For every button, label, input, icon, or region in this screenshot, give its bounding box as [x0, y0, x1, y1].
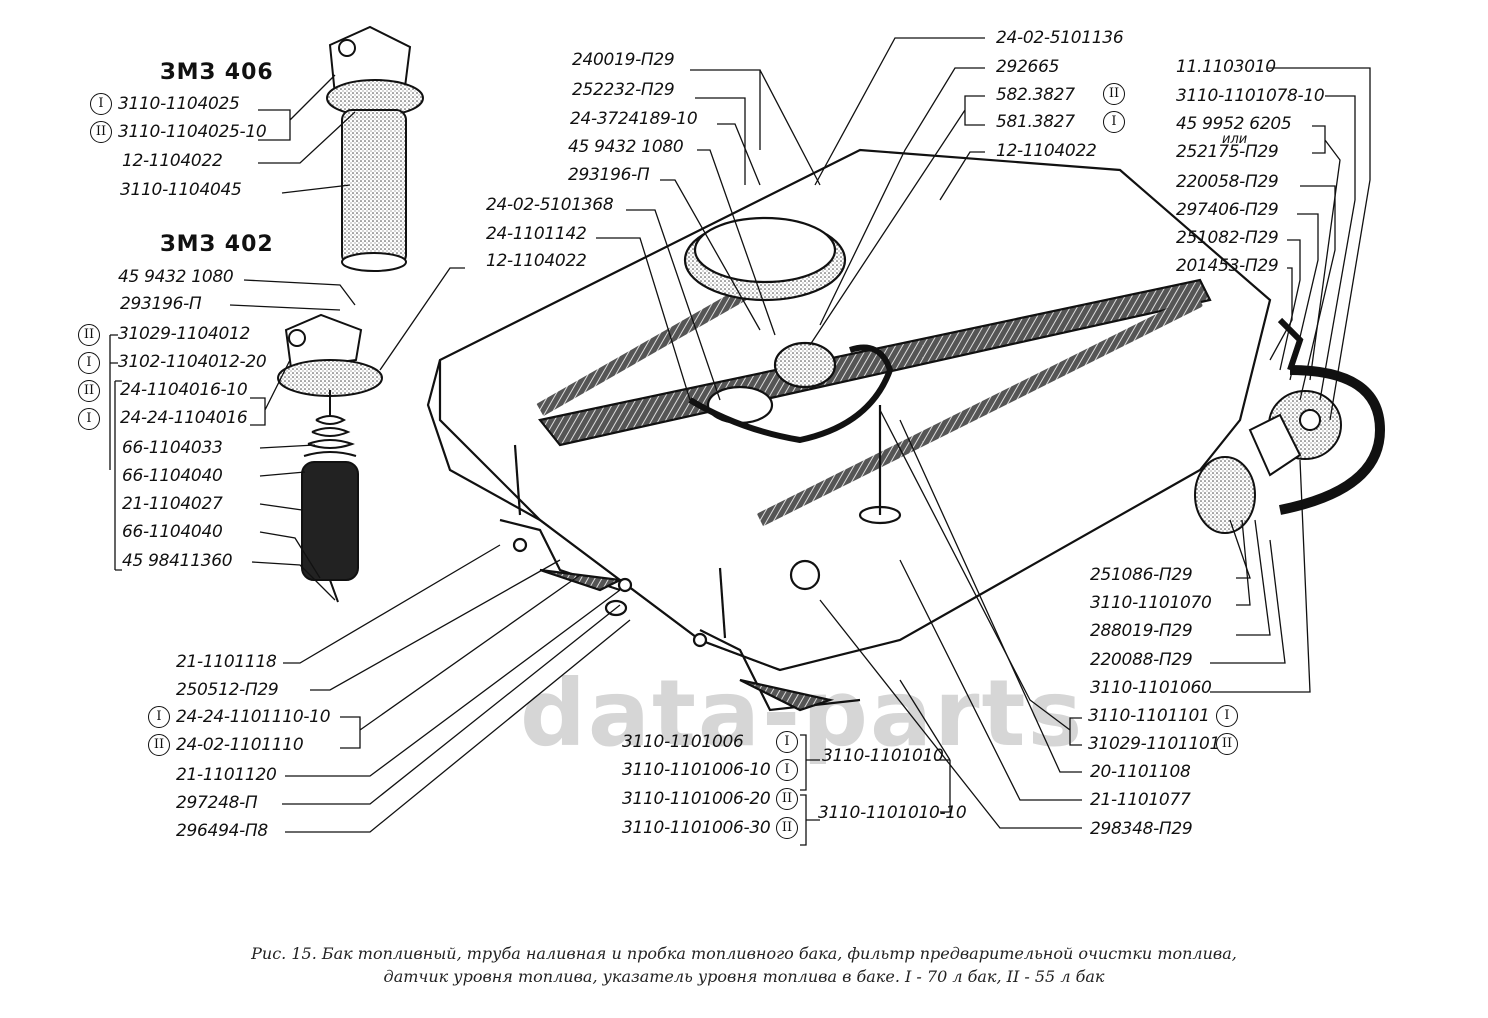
- part-label: 297248-П: [176, 793, 258, 813]
- part-label: 296494-П8: [176, 821, 268, 841]
- variant-badge-ii: II: [90, 121, 112, 143]
- variant-badge-ii: II: [78, 380, 100, 402]
- part-label: 293196-П: [568, 165, 650, 185]
- part-label: 24-24-1104016: [120, 408, 248, 428]
- part-label: 12-1104022: [486, 251, 587, 271]
- figure-caption-line-2: датчик уровня топлива, указатель уровня …: [383, 967, 1105, 986]
- part-label: 3110-1101078-10: [1176, 86, 1325, 106]
- part-label: 21-1101118: [176, 652, 277, 672]
- variant-badge-i: I: [78, 408, 100, 430]
- part-label: 298348-П29: [1090, 819, 1193, 839]
- part-label: 66-1104040: [122, 522, 223, 542]
- part-label: 201453-П29: [1176, 256, 1279, 276]
- part-label: 3110-1104025-10: [118, 122, 267, 142]
- part-label: 3110-1101101: [1088, 706, 1210, 726]
- engine-title-zmz406: ЗМЗ 406: [160, 60, 274, 85]
- part-label: 45 9432 1080: [568, 137, 684, 157]
- part-label: 288019-П29: [1090, 621, 1193, 641]
- part-label: 31029-1104012: [118, 324, 251, 344]
- part-label: 24-02-5101368: [486, 195, 614, 215]
- engine-title-zmz402: ЗМЗ 402: [160, 232, 274, 257]
- part-label: 24-1101142: [486, 224, 587, 244]
- part-label: 251082-П29: [1176, 228, 1279, 248]
- part-label: 582.3827: [996, 85, 1075, 105]
- watermark-text: data-parts: [520, 660, 1085, 767]
- part-label: 45 9952 6205: [1176, 114, 1292, 134]
- or-text: или: [1222, 132, 1248, 147]
- fuel-tank: [426, 148, 1272, 712]
- part-label: 24-02-1101110: [176, 735, 304, 755]
- part-label: 21-1101077: [1090, 790, 1191, 810]
- part-label: 297406-П29: [1176, 200, 1279, 220]
- part-label: 252232-П29: [572, 80, 675, 100]
- part-label: 24-02-5101136: [996, 28, 1124, 48]
- part-label: 66-1104040: [122, 466, 223, 486]
- part-label: 3110-1101010: [822, 746, 944, 766]
- fuel-filter: [1194, 317, 1386, 534]
- part-label: 3110-1104025: [118, 94, 240, 114]
- part-label: 3110-1101006-10: [622, 760, 771, 780]
- variant-badge-ii: II: [148, 734, 170, 756]
- part-label: 45 98411360: [122, 551, 233, 571]
- variant-badge-ii: II: [1216, 733, 1238, 755]
- part-label: 220088-П29: [1090, 650, 1193, 670]
- part-label: 24-3724189-10: [570, 109, 698, 129]
- part-label: 3110-1101006-30: [622, 818, 771, 838]
- part-label: 3102-1104012-20: [118, 352, 267, 372]
- variant-badge-i: I: [148, 706, 170, 728]
- part-label: 250512-П29: [176, 680, 279, 700]
- part-label: 20-1101108: [1090, 762, 1191, 782]
- part-label: 24-1104016-10: [120, 380, 248, 400]
- variant-badge-i: I: [776, 759, 798, 781]
- part-label: 12-1104022: [122, 151, 223, 171]
- part-label: 220058-П29: [1176, 172, 1279, 192]
- variant-badge-ii: II: [776, 788, 798, 810]
- sender-406: [326, 25, 424, 272]
- part-label: 293196-П: [120, 294, 202, 314]
- variant-badge-ii: II: [78, 324, 100, 346]
- part-label: 31029-1101101: [1088, 734, 1221, 754]
- part-label: 45 9432 1080: [118, 267, 234, 287]
- part-label: 292665: [996, 57, 1060, 77]
- figure-caption-line-1: Рис. 15. Бак топливный, труба наливная и…: [251, 944, 1237, 963]
- part-label: 11.1103010: [1176, 57, 1276, 77]
- part-label: 252175-П29: [1176, 142, 1279, 162]
- part-label: 3110-1101010-10: [818, 803, 967, 823]
- part-label: 3110-1104045: [120, 180, 242, 200]
- sender-402: [277, 313, 383, 603]
- variant-badge-i: I: [1103, 111, 1125, 133]
- part-label: 21-1101120: [176, 765, 277, 785]
- part-label: 24-24-1101110-10: [176, 707, 331, 727]
- variant-badge-i: I: [78, 352, 100, 374]
- part-label: 581.3827: [996, 112, 1075, 132]
- variant-badge-i: I: [1216, 705, 1238, 727]
- part-label: 66-1104033: [122, 438, 223, 458]
- part-label: 240019-П29: [572, 50, 675, 70]
- part-label: 3110-1101006-20: [622, 789, 771, 809]
- part-label: 3110-1101070: [1090, 593, 1212, 613]
- part-label: 12-1104022: [996, 141, 1097, 161]
- variant-badge-ii: II: [1103, 83, 1125, 105]
- variant-badge-i: I: [90, 93, 112, 115]
- variant-badge-i: I: [776, 731, 798, 753]
- part-label: 251086-П29: [1090, 565, 1193, 585]
- variant-badge-ii: II: [776, 817, 798, 839]
- part-label: 3110-1101060: [1090, 678, 1212, 698]
- part-label: 21-1104027: [122, 494, 223, 514]
- leader-lines: [109, 37, 1371, 846]
- part-label: 3110-1101006: [622, 732, 744, 752]
